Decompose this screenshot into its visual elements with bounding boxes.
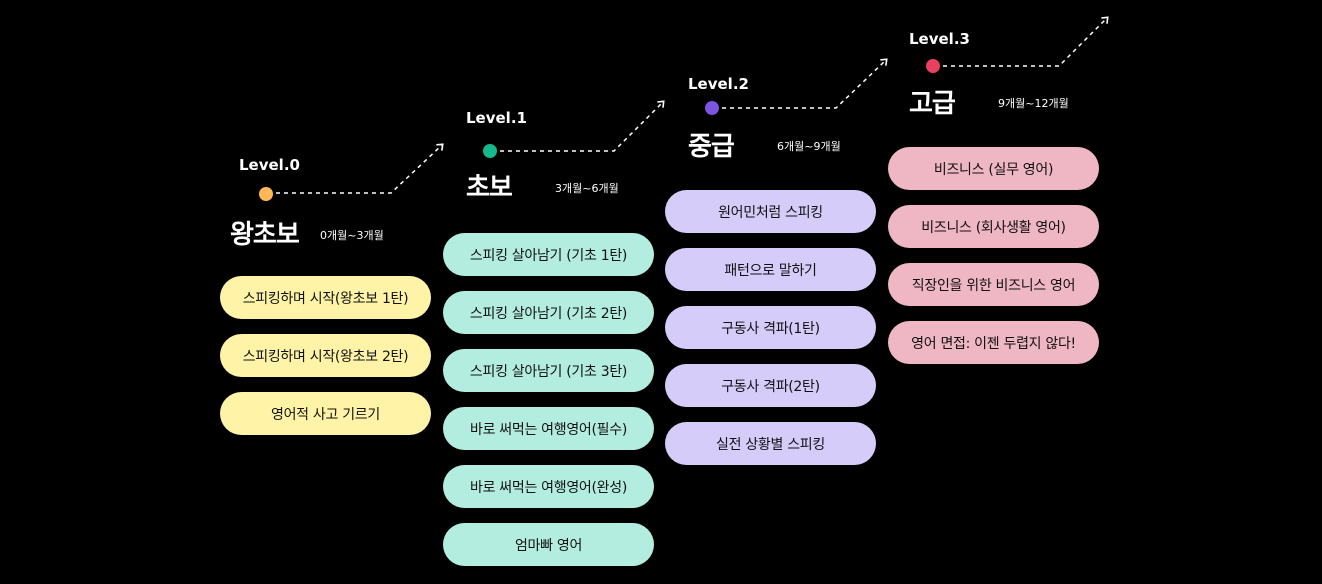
course-pill[interactable]: 비즈니스 (회사생활 영어) <box>888 205 1099 248</box>
dot-level-0 <box>259 187 273 201</box>
course-pill[interactable]: 스피킹 살아남기 (기초 2탄) <box>443 291 654 334</box>
connector-level-3 <box>935 16 1109 67</box>
course-pill[interactable]: 영어적 사고 기르기 <box>220 392 431 435</box>
level-1-duration: 3개월~6개월 <box>555 182 619 195</box>
level-2-title: 중급 <box>688 132 735 162</box>
level-1-label: Level.1 <box>466 109 527 127</box>
course-pill[interactable]: 원어민처럼 스피킹 <box>665 190 876 233</box>
course-pill[interactable]: 구동사 격파(2탄) <box>665 364 876 407</box>
level-0-label: Level.0 <box>239 156 300 174</box>
level-1-course-list: 스피킹 살아남기 (기초 1탄) 스피킹 살아남기 (기초 2탄) 스피킹 살아… <box>443 233 654 566</box>
connector-level-2 <box>714 58 888 109</box>
level-2-label: Level.2 <box>688 75 749 93</box>
level-3-title: 고급 <box>909 89 956 119</box>
course-pill[interactable]: 구동사 격파(1탄) <box>665 306 876 349</box>
level-2-course-list: 원어민처럼 스피킹 패턴으로 말하기 구동사 격파(1탄) 구동사 격파(2탄)… <box>665 190 876 465</box>
connector-level-1 <box>492 100 665 152</box>
course-pill[interactable]: 스피킹하며 시작(왕초보 1탄) <box>220 276 431 319</box>
course-pill[interactable]: 영어 면접: 이젠 두렵지 않다! <box>888 321 1099 364</box>
course-pill[interactable]: 직장인을 위한 비즈니스 영어 <box>888 263 1099 306</box>
level-3-course-list: 비즈니스 (실무 영어) 비즈니스 (회사생활 영어) 직장인을 위한 비즈니스… <box>888 147 1099 364</box>
connector-level-0 <box>268 143 444 194</box>
course-pill[interactable]: 실전 상황별 스피킹 <box>665 422 876 465</box>
course-pill[interactable]: 엄마빠 영어 <box>443 523 654 566</box>
level-0-duration: 0개월~3개월 <box>320 229 384 242</box>
level-0-course-list: 스피킹하며 시작(왕초보 1탄) 스피킹하며 시작(왕초보 2탄) 영어적 사고… <box>220 276 431 435</box>
course-pill[interactable]: 바로 써먹는 여행영어(필수) <box>443 407 654 450</box>
course-pill[interactable]: 스피킹 살아남기 (기초 3탄) <box>443 349 654 392</box>
course-pill[interactable]: 바로 써먹는 여행영어(완성) <box>443 465 654 508</box>
course-pill[interactable]: 패턴으로 말하기 <box>665 248 876 291</box>
dot-level-3 <box>926 59 940 73</box>
level-1-title: 초보 <box>466 173 513 203</box>
course-pill[interactable]: 스피킹하며 시작(왕초보 2탄) <box>220 334 431 377</box>
course-pill[interactable]: 비즈니스 (실무 영어) <box>888 147 1099 190</box>
level-3-duration: 9개월~12개월 <box>998 97 1069 110</box>
level-2-duration: 6개월~9개월 <box>777 140 841 153</box>
level-3-label: Level.3 <box>909 30 970 48</box>
dot-level-2 <box>705 101 719 115</box>
course-pill[interactable]: 스피킹 살아남기 (기초 1탄) <box>443 233 654 276</box>
dot-level-1 <box>483 144 497 158</box>
level-0-title: 왕초보 <box>230 220 300 250</box>
